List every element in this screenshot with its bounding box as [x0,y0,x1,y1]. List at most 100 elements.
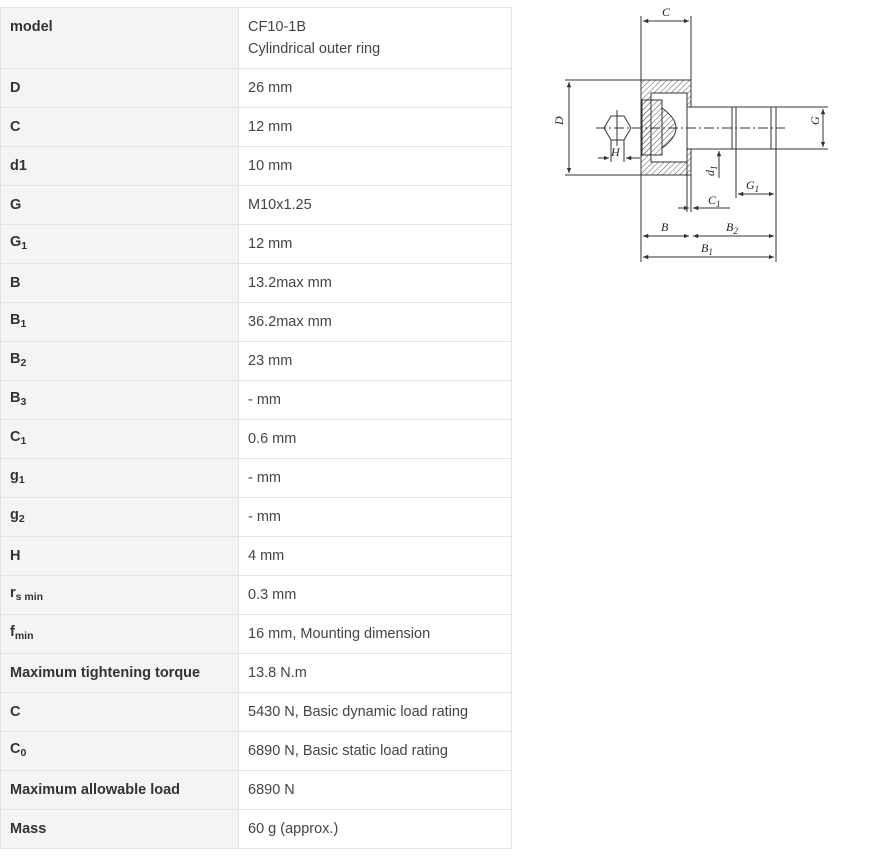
table-row: Maximum allowable load 6890 N [0,770,512,810]
label-text: H [10,548,21,564]
row-value: - mm [238,458,512,498]
row-value: 0.3 mm [238,575,512,615]
label-H: H [610,145,621,159]
row-label: C1 [0,419,239,459]
label-text: B [10,275,21,291]
cam-follower-drawing: C D G H d1 G1 C1 B B2 B1 [552,5,828,262]
row-label: rs min [0,575,239,615]
label-B: B [661,220,669,234]
row-label: B3 [0,380,239,420]
label-G: G [808,116,822,125]
label-text: d1 [10,158,27,174]
label-subscript: 1 [18,474,25,486]
label-text: C [10,741,21,757]
model-description: Cylindrical outer ring [248,41,381,57]
row-value: 10 mm [238,146,512,186]
table-row: d1 10 mm [0,146,512,186]
row-label: B1 [0,302,239,342]
table-row: G M10x1.25 [0,185,512,225]
model-value: CF10-1B [248,19,307,35]
label-text: model [10,19,53,35]
row-label: fmin [0,614,239,654]
label-text: C [10,704,21,720]
row-value: - mm [238,497,512,537]
table-row: g1- mm [0,458,512,498]
label-text: f [10,624,15,640]
table-row: C 12 mm [0,107,512,147]
table-row: B3- mm [0,380,512,420]
row-label: B [0,263,239,303]
label-B1: B1 [701,241,713,257]
table-row: H 4 mm [0,536,512,576]
row-value: 16 mm, Mounting dimension [238,614,512,654]
row-label: C [0,107,239,147]
row-value: 13.2max mm [238,263,512,303]
row-value: 13.8 N.m [238,653,512,693]
table-row: B 13.2max mm [0,263,512,303]
label-subscript: s min [15,591,44,603]
row-label: Maximum tightening torque [0,653,239,693]
label-subscript: min [14,630,34,642]
label-subscript: 1 [21,240,28,252]
row-label: C0 [0,731,239,771]
row-value: CF10-1B Cylindrical outer ring [238,7,512,69]
label-text: Maximum allowable load [10,782,181,798]
label-subscript: 1 [20,435,27,447]
row-label: g2 [0,497,239,537]
label-text: Mass [10,821,47,837]
label-D: D [552,116,566,126]
label-G1: G1 [746,178,759,194]
row-label: Maximum allowable load [0,770,239,810]
label-C1: C1 [708,193,721,209]
label-text: g [10,507,19,523]
row-value: 12 mm [238,107,512,147]
label-C: C [662,5,671,19]
row-value: 60 g (approx.) [238,809,512,849]
row-label: G [0,185,239,225]
label-text: r [10,585,16,601]
label-text: B [10,312,21,328]
label-text: C [10,429,21,445]
row-value: 4 mm [238,536,512,576]
label-subscript: 1 [20,318,27,330]
row-label: B2 [0,341,239,381]
label-d1: d1 [703,166,719,177]
label-subscript: 0 [20,747,27,759]
row-label: G1 [0,224,239,264]
row-value: 23 mm [238,341,512,381]
row-value: 5430 N, Basic dynamic load rating [238,692,512,732]
row-label: d1 [0,146,239,186]
label-text: B [10,390,21,406]
label-text: Maximum tightening torque [10,665,201,681]
label-text: G [10,234,22,250]
table-row: model CF10-1B Cylindrical outer ring [0,7,512,69]
label-subscript: 2 [20,357,27,369]
label-text: C [10,119,21,135]
row-value: 0.6 mm [238,419,512,459]
label-text: B [10,351,21,367]
label-B2: B2 [726,220,738,236]
row-label: H [0,536,239,576]
table-row: Mass 60 g (approx.) [0,809,512,849]
table-row: C 5430 N, Basic dynamic load rating [0,692,512,732]
row-label: Mass [0,809,239,849]
row-value: - mm [238,380,512,420]
row-value: 6890 N [238,770,512,810]
row-value: M10x1.25 [238,185,512,225]
row-value: 36.2max mm [238,302,512,342]
table-row: g2- mm [0,497,512,537]
row-label: C [0,692,239,732]
table-row: Maximum tightening torque 13.8 N.m [0,653,512,693]
label-subscript: 2 [18,513,25,525]
label-text: G [10,197,22,213]
row-label: model [0,7,239,69]
